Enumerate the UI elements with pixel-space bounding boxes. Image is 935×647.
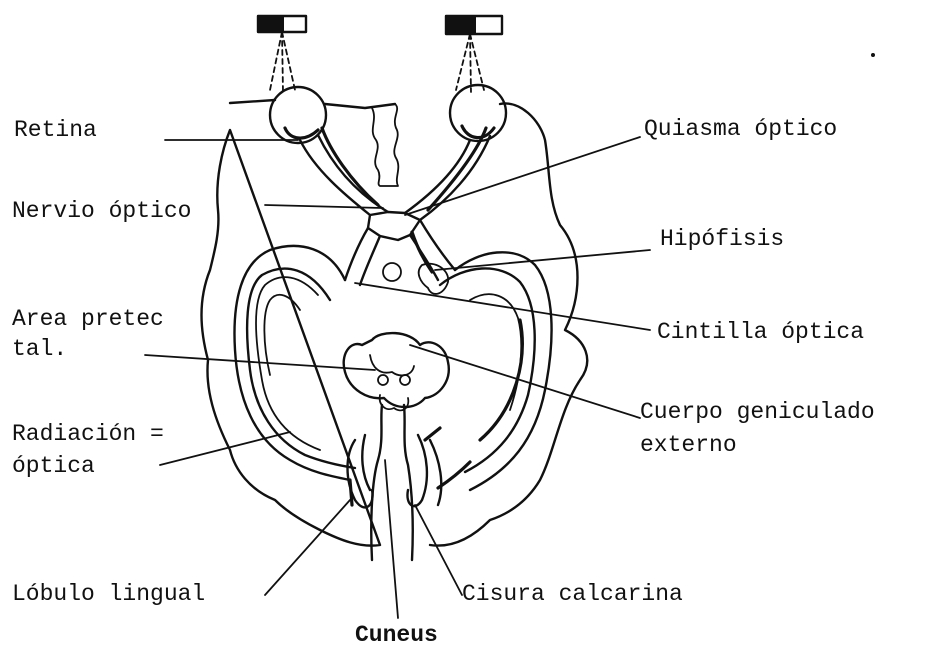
label-retina: Retina (14, 117, 97, 143)
label-cintilla-optica: Cintilla óptica (657, 319, 864, 345)
left-optic-radiation (234, 246, 350, 480)
label-lobulo-lingual: Lóbulo lingual (12, 581, 205, 607)
left-retina (285, 128, 318, 138)
brain-outline (202, 100, 588, 546)
label-area-pretectal-1: Area pretec (12, 306, 164, 332)
leader-lines (145, 137, 650, 618)
midline-notch (372, 105, 398, 186)
label-radiacion-1: Radiación = (12, 421, 164, 447)
label-radiacion-2: óptica (12, 453, 95, 479)
label-hipofisis: Hipófisis (660, 226, 784, 252)
right-eye (450, 85, 506, 141)
label-area-pretectal-2: tal. (12, 336, 67, 362)
hypophysis (383, 263, 401, 281)
label-cuerpo-geniculado-1: Cuerpo geniculado (640, 399, 875, 425)
left-optic-tract (345, 228, 380, 285)
label-cuneus: Cuneus (355, 622, 438, 647)
visual-field-left (258, 16, 306, 92)
midbrain (344, 333, 449, 407)
label-cisura-calcarina: Cisura calcarina (462, 581, 683, 607)
visual-field-right (446, 16, 502, 92)
right-optic-radiation (455, 252, 552, 490)
label-cuerpo-geniculado-2: externo (640, 432, 737, 458)
label-quiasma-optico: Quiasma óptico (644, 116, 837, 142)
label-nervio-optico: Nervio óptico (12, 198, 191, 224)
